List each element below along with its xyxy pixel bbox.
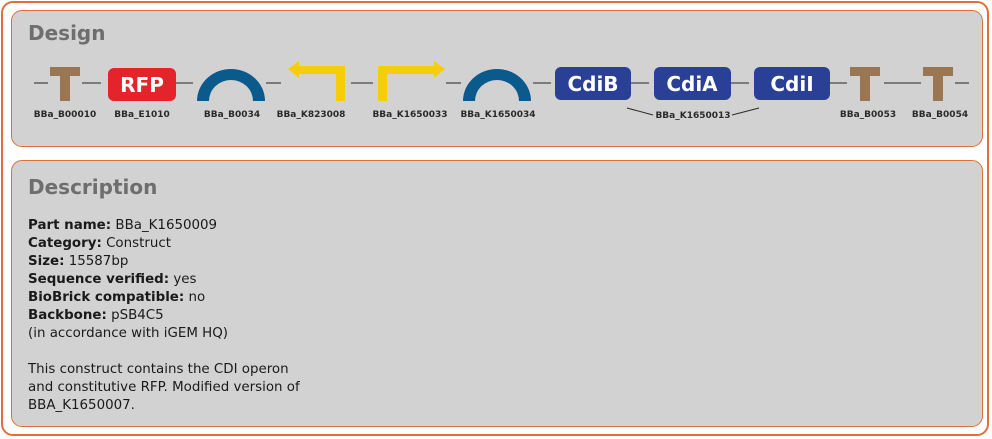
part-label-5: BBa_K1650034 [460,110,535,120]
rbs-icon [197,69,265,101]
backbone-note: (in accordance with iGEM HQ) [28,326,228,341]
design-panel: Design BBa_B00010 RFP BBa_E1010 BBa_B [11,10,983,147]
part-glyph-9 [850,67,880,101]
terminator-icon [923,67,953,101]
part-glyph-0 [50,67,80,101]
description-body: Part name: BBa_K1650009 Category: Constr… [28,217,300,415]
design-title: Design [28,21,106,45]
field-key: BioBrick compatible: [28,290,185,305]
part-label-9: BBa_B0053 [840,110,896,120]
part-label-4: BBa_K1650033 [372,110,447,120]
part-label-1: BBa_E1010 [114,110,170,120]
field-key: Size: [28,254,65,269]
field-size: Size: 15587bp [28,253,300,271]
promoter-forward-icon [378,61,445,101]
summary-line: This construct contains the CDI operon [28,362,289,377]
cdii-block [754,67,830,100]
cdii-block-text: CdiI [770,72,813,96]
description-title: Description [28,175,158,199]
field-sequence-verified: Sequence verified: yes [28,271,300,289]
field-value: 15587bp [64,254,129,269]
rfp-block [108,68,176,101]
field-key: Backbone: [28,308,107,323]
promoter-reverse-icon [288,61,345,101]
part-label-2: BBa_B0034 [204,110,260,120]
field-backbone: Backbone: pSB4C5 [28,307,300,325]
field-key: Part name: [28,218,112,233]
operon-group-label: BBa_K1650013 [655,111,730,121]
field-value: Construct [101,236,171,251]
spacer [28,343,300,361]
summary-line: BBA_K1650007. [28,398,135,413]
cdib-block-text: CdiB [567,72,618,96]
summary-line: and constitutive RFP. Modified version o… [28,380,300,395]
field-key: Sequence verified: [28,272,170,287]
terminator-icon [850,67,880,101]
field-key: Category: [28,236,102,251]
field-value: yes [169,272,197,287]
part-glyph-10 [923,67,953,101]
field-part-name: Part name: BBa_K1650009 [28,217,300,235]
field-biobrick-compatible: BioBrick compatible: no [28,289,300,307]
rbs-icon [463,69,531,101]
cdia-block [654,67,731,100]
part-label-10: BBa_B0054 [912,110,968,120]
part-label-3: BBa_K823008 [277,110,346,120]
cdia-block-text: CdiA [666,72,718,96]
field-value: no [184,290,206,305]
rfp-block-text: RFP [120,73,164,97]
field-value: pSB4C5 [106,308,164,323]
construct-diagram: BBa_B00010 RFP BBa_E1010 BBa_B0034 BBa_K… [34,61,969,121]
field-value: BBa_K1650009 [111,218,218,233]
description-panel: Description Part name: BBa_K1650009 Cate… [11,160,983,427]
terminator-icon [50,67,80,101]
cdib-block [555,67,631,100]
field-category: Category: Construct [28,235,300,253]
part-label-0: BBa_B00010 [34,110,96,120]
operon-bracket [626,107,760,116]
